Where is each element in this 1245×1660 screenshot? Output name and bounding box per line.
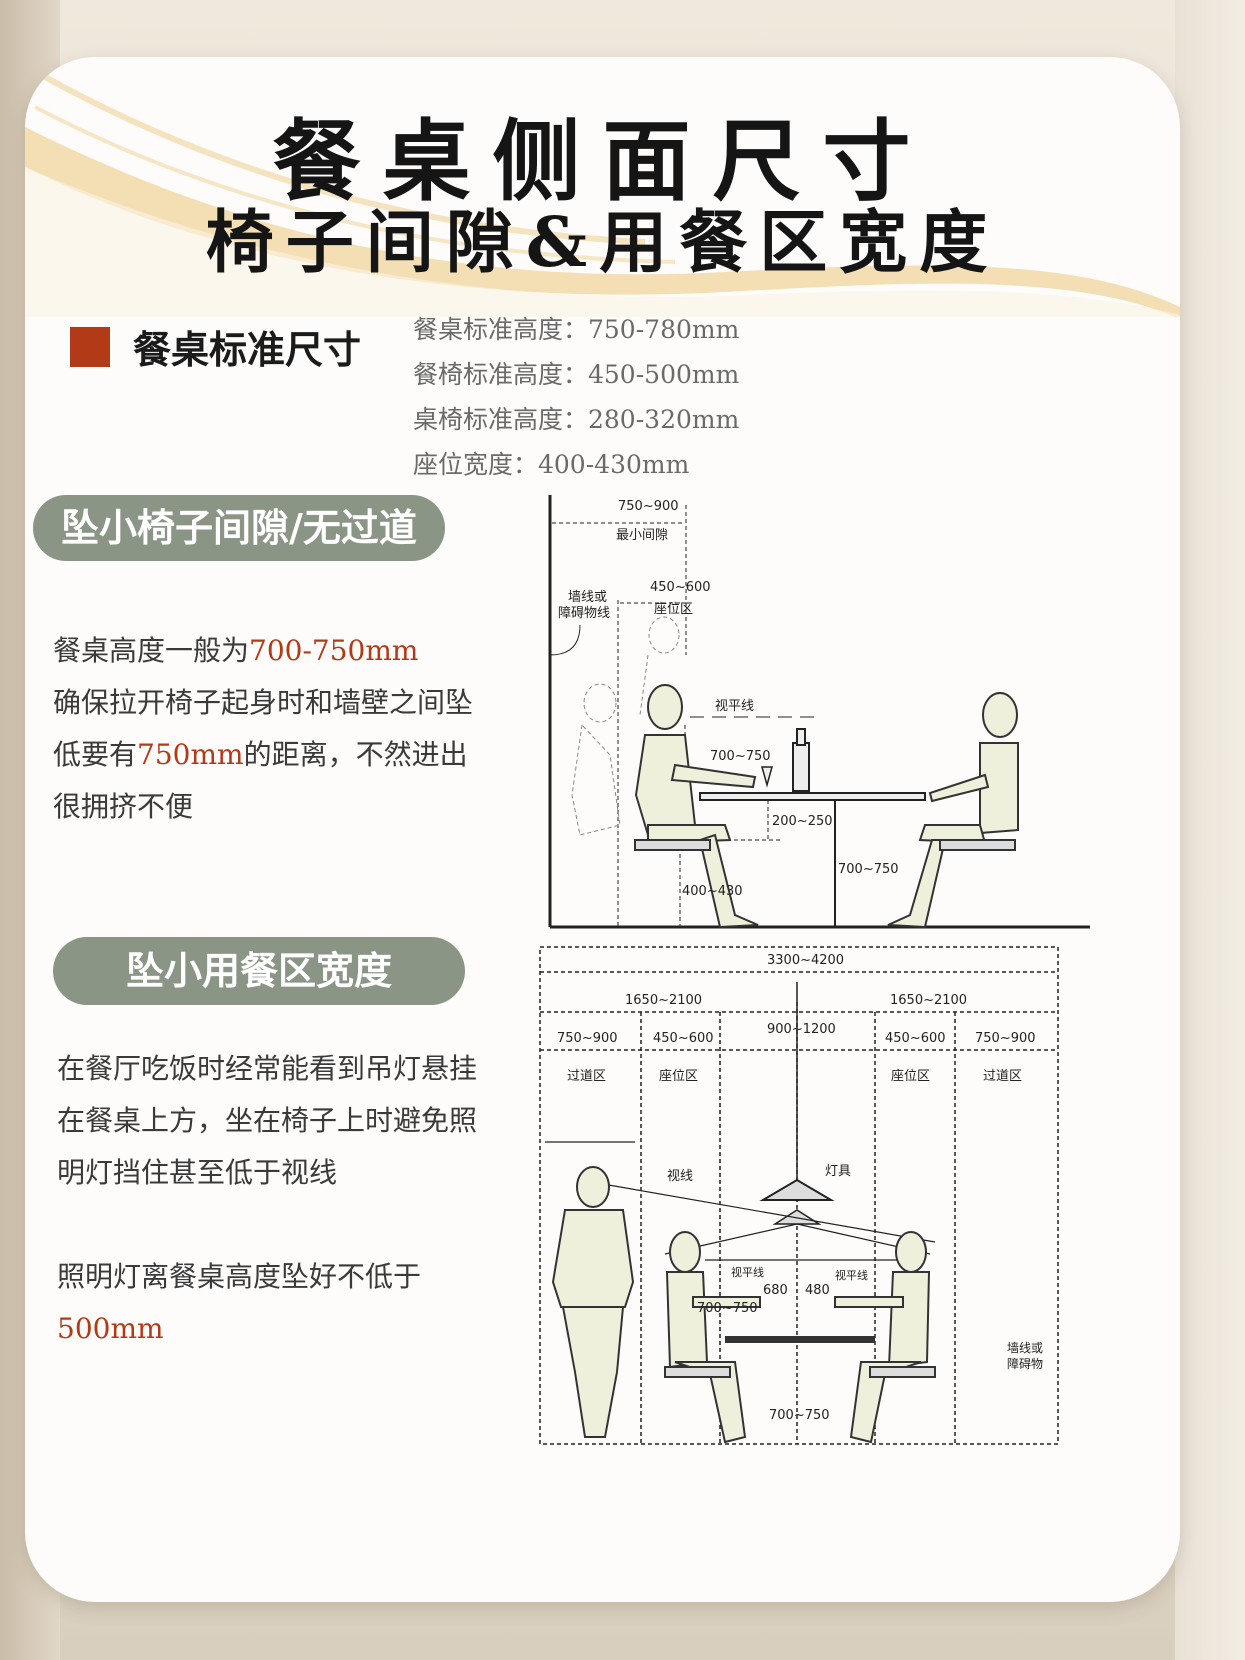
seat-left-label: 座位区 [659,1069,698,1084]
eye-right-label: 视平线 [835,1268,868,1282]
min-gap-value: 750~900 [618,499,679,514]
dining-width-diagram: 3300~4200 1650~2100 1650~2100 750~900 45… [539,946,1059,1445]
text-line: 很拥挤不便 [53,790,194,823]
seat-right-label: 座位区 [891,1069,930,1084]
text-fragment: 低要有 [53,738,138,771]
background-right [1175,0,1245,1660]
wall-label-2: 障碍物线 [558,606,610,621]
sight-label: 视线 [667,1169,693,1184]
seat-right-width: 450~600 [885,1031,946,1046]
text-line: 在餐厅吃饭时经常能看到吊灯悬挂 [57,1052,478,1085]
half-right-width: 1650~2100 [890,993,967,1008]
dim-680: 680 [763,1283,788,1298]
text-line: 照明灯离餐桌高度坠好不低于 [57,1260,422,1293]
spec-line: 餐桌标准高度：750-780mm [413,315,740,344]
wall-label-2: 障碍物 [1007,1356,1043,1371]
center-width: 900~1200 [767,1022,836,1037]
page-title: 餐桌侧面尺寸 [272,109,933,213]
table-height-label: 700~750 [838,862,899,877]
wall-label-1: 墙线或 [568,590,607,605]
gap-label: 200~250 [772,814,833,829]
text-fragment: 的距离，不然进出 [243,738,468,771]
half-left-width: 1650~2100 [625,993,702,1008]
seat-label: 座位区 [654,602,693,617]
page-subtitle: 椅子间隙&用餐区宽度 [205,203,1000,283]
spec-line: 餐椅标准高度：450-500mm [413,360,740,389]
highlight-value: 500mm [57,1312,164,1345]
aisle-right-width: 750~900 [975,1031,1036,1046]
section2-pill: 坠小用餐区宽度 [53,937,465,1005]
sightline-label: 视平线 [715,699,754,714]
total-width: 3300~4200 [767,953,844,968]
aisle-left-width: 750~900 [557,1031,618,1046]
min-gap-label: 最小间隙 [616,528,668,543]
seat-height-label: 400~430 [682,884,743,899]
text-fragment: 餐桌高度一般为 [53,634,250,667]
aisle-left-label: 过道区 [567,1069,606,1084]
spec-line: 桌椅标准高度：280-320mm [413,405,740,434]
table-height-label: 700~750 [769,1408,830,1423]
seat-value: 450~600 [650,580,711,595]
section2-text: 在餐厅吃饭时经常能看到吊灯悬挂 在餐桌上方，坐在椅子上时避免照 明灯挡住甚至低于… [57,1043,527,1355]
spec-line: 座位宽度：400-430mm [413,450,690,479]
standard-size-heading: 餐桌标准尺寸 [133,327,362,372]
eye-height-label: 700~750 [710,749,771,764]
seat-left-width: 450~600 [653,1031,714,1046]
text-line: 确保拉开椅子起身时和墙壁之间坠 [53,686,474,719]
text-line: 明灯挡住甚至低于视线 [57,1156,338,1189]
lamp-label: 灯具 [825,1164,851,1179]
eye-left-label: 视平线 [731,1265,764,1279]
eye-height-label: 700~750 [697,1301,758,1316]
dim-480: 480 [805,1283,830,1298]
highlight-value: 700-750mm [249,634,419,667]
side-view-diagram: 750~900 最小间隙 450~600 座位区 墙线或 障碍物线 视平线 70… [548,495,1090,929]
wall-label-1: 墙线或 [1007,1341,1043,1355]
highlight-value: 750mm [137,738,244,771]
section-marker-square [70,327,110,367]
section1-pill: 坠小椅子间隙/无过道 [33,495,445,561]
decorative-swoosh [25,74,1180,317]
text-line: 在餐桌上方，坐在椅子上时避免照 [57,1104,478,1137]
aisle-right-label: 过道区 [983,1069,1022,1084]
section1-text: 餐桌高度一般为700-750mm 确保拉开椅子起身时和墙壁之间坠 低要有750m… [53,625,523,833]
main-card: 餐桌侧面尺寸 椅子间隙&用餐区宽度 餐桌标准尺寸 餐桌标准高度：750-780m… [25,57,1180,1602]
